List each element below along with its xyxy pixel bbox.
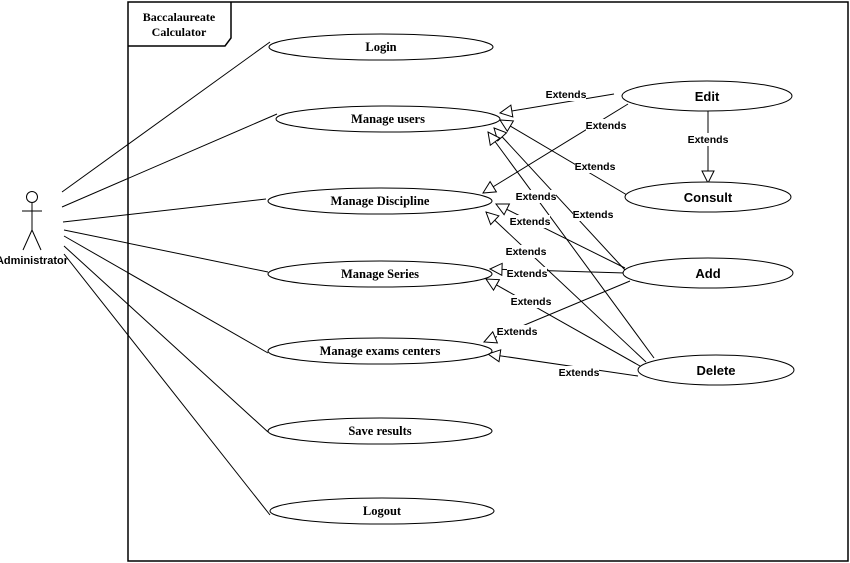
extends-edit-manage-users [500,93,615,113]
extends-label-add-manage-users: Extends [516,191,557,203]
use-case-label: Logout [363,504,402,518]
use-case-manage-exams-centers[interactable]: Manage exams centers [267,337,493,365]
association-manage-exams-centers [63,235,269,354]
actor-label: Administrator [0,255,69,267]
actor-right-leg [31,229,42,251]
extends-delete-manage-series [486,279,641,367]
extends-relations [483,93,708,377]
association-login [61,41,271,193]
use-case-login[interactable]: Login [268,33,494,61]
use-case-consult[interactable]: Consult [624,181,792,213]
use-case-save-results[interactable]: Save results [267,417,493,445]
extends-add-manage-users [494,128,626,271]
extends-label-delete-manage-discipline: Extends [506,246,547,258]
extends-label-edit-manage-discipline: Extends [586,120,627,132]
use-case-manage-discipline[interactable]: Manage Discipline [267,187,493,215]
extends-add-manage-discipline [496,204,626,269]
use-case-logout[interactable]: Logout [269,497,495,525]
extends-consult-manage-users [500,120,628,196]
extends-delete-manage-exams-centers [488,354,639,377]
extends-label-consult-manage-users: Extends [575,161,616,173]
use-case-label: Add [695,266,720,281]
extends-label-edit-consult: Extends [688,134,729,146]
use-case-manage-series[interactable]: Manage Series [267,260,493,288]
use-case-label: Manage exams centers [320,344,441,358]
actor-administrator: Administrator [0,191,69,267]
extends-label-add-manage-series: Extends [507,268,548,280]
association-manage-discipline [62,198,267,223]
system-title-tab [128,2,232,47]
extends-label-add-manage-discipline: Extends [510,216,551,228]
system-title-line2: Calculator [152,25,207,39]
extension-use-cases: Edit Consult Add Delete [621,80,795,386]
association-manage-series [63,229,269,273]
system-boundary: Baccalaureate Calculator [127,1,849,562]
use-cases: Login Manage users Manage Discipline Man… [267,33,501,525]
extends-label-add-manage-exams-centers: Extends [497,326,538,338]
use-case-label: Edit [695,89,720,104]
use-case-manage-users[interactable]: Manage users [275,105,501,133]
use-case-delete[interactable]: Delete [637,354,795,386]
association-save-results [63,245,269,433]
actor-left-leg [22,229,33,251]
extends-delete-manage-users [488,132,655,359]
use-case-label: Manage users [351,112,425,126]
use-case-label: Consult [684,190,733,205]
extends-label-edit-manage-users: Extends [546,89,587,101]
use-case-add[interactable]: Add [622,257,794,289]
use-case-label: Manage Series [341,267,419,281]
use-case-edit[interactable]: Edit [621,80,793,112]
extends-label-delete-manage-users: Extends [573,209,614,221]
extends-label-delete-manage-exams-centers: Extends [559,367,600,379]
use-case-label: Manage Discipline [331,194,430,208]
association-logout [63,253,271,516]
extends-labels: Extends Extends Extends Extends Extends … [497,88,729,379]
system-title-line1: Baccalaureate [143,10,216,24]
extends-edit-manage-discipline [483,103,629,193]
actor-head [26,191,38,203]
use-case-label: Login [365,40,396,54]
use-case-label: Save results [348,424,411,438]
use-case-label: Delete [696,363,735,378]
association-manage-users [61,113,278,208]
extends-label-delete-manage-series: Extends [511,296,552,308]
extends-delete-manage-discipline [486,212,647,363]
associations [61,41,278,516]
